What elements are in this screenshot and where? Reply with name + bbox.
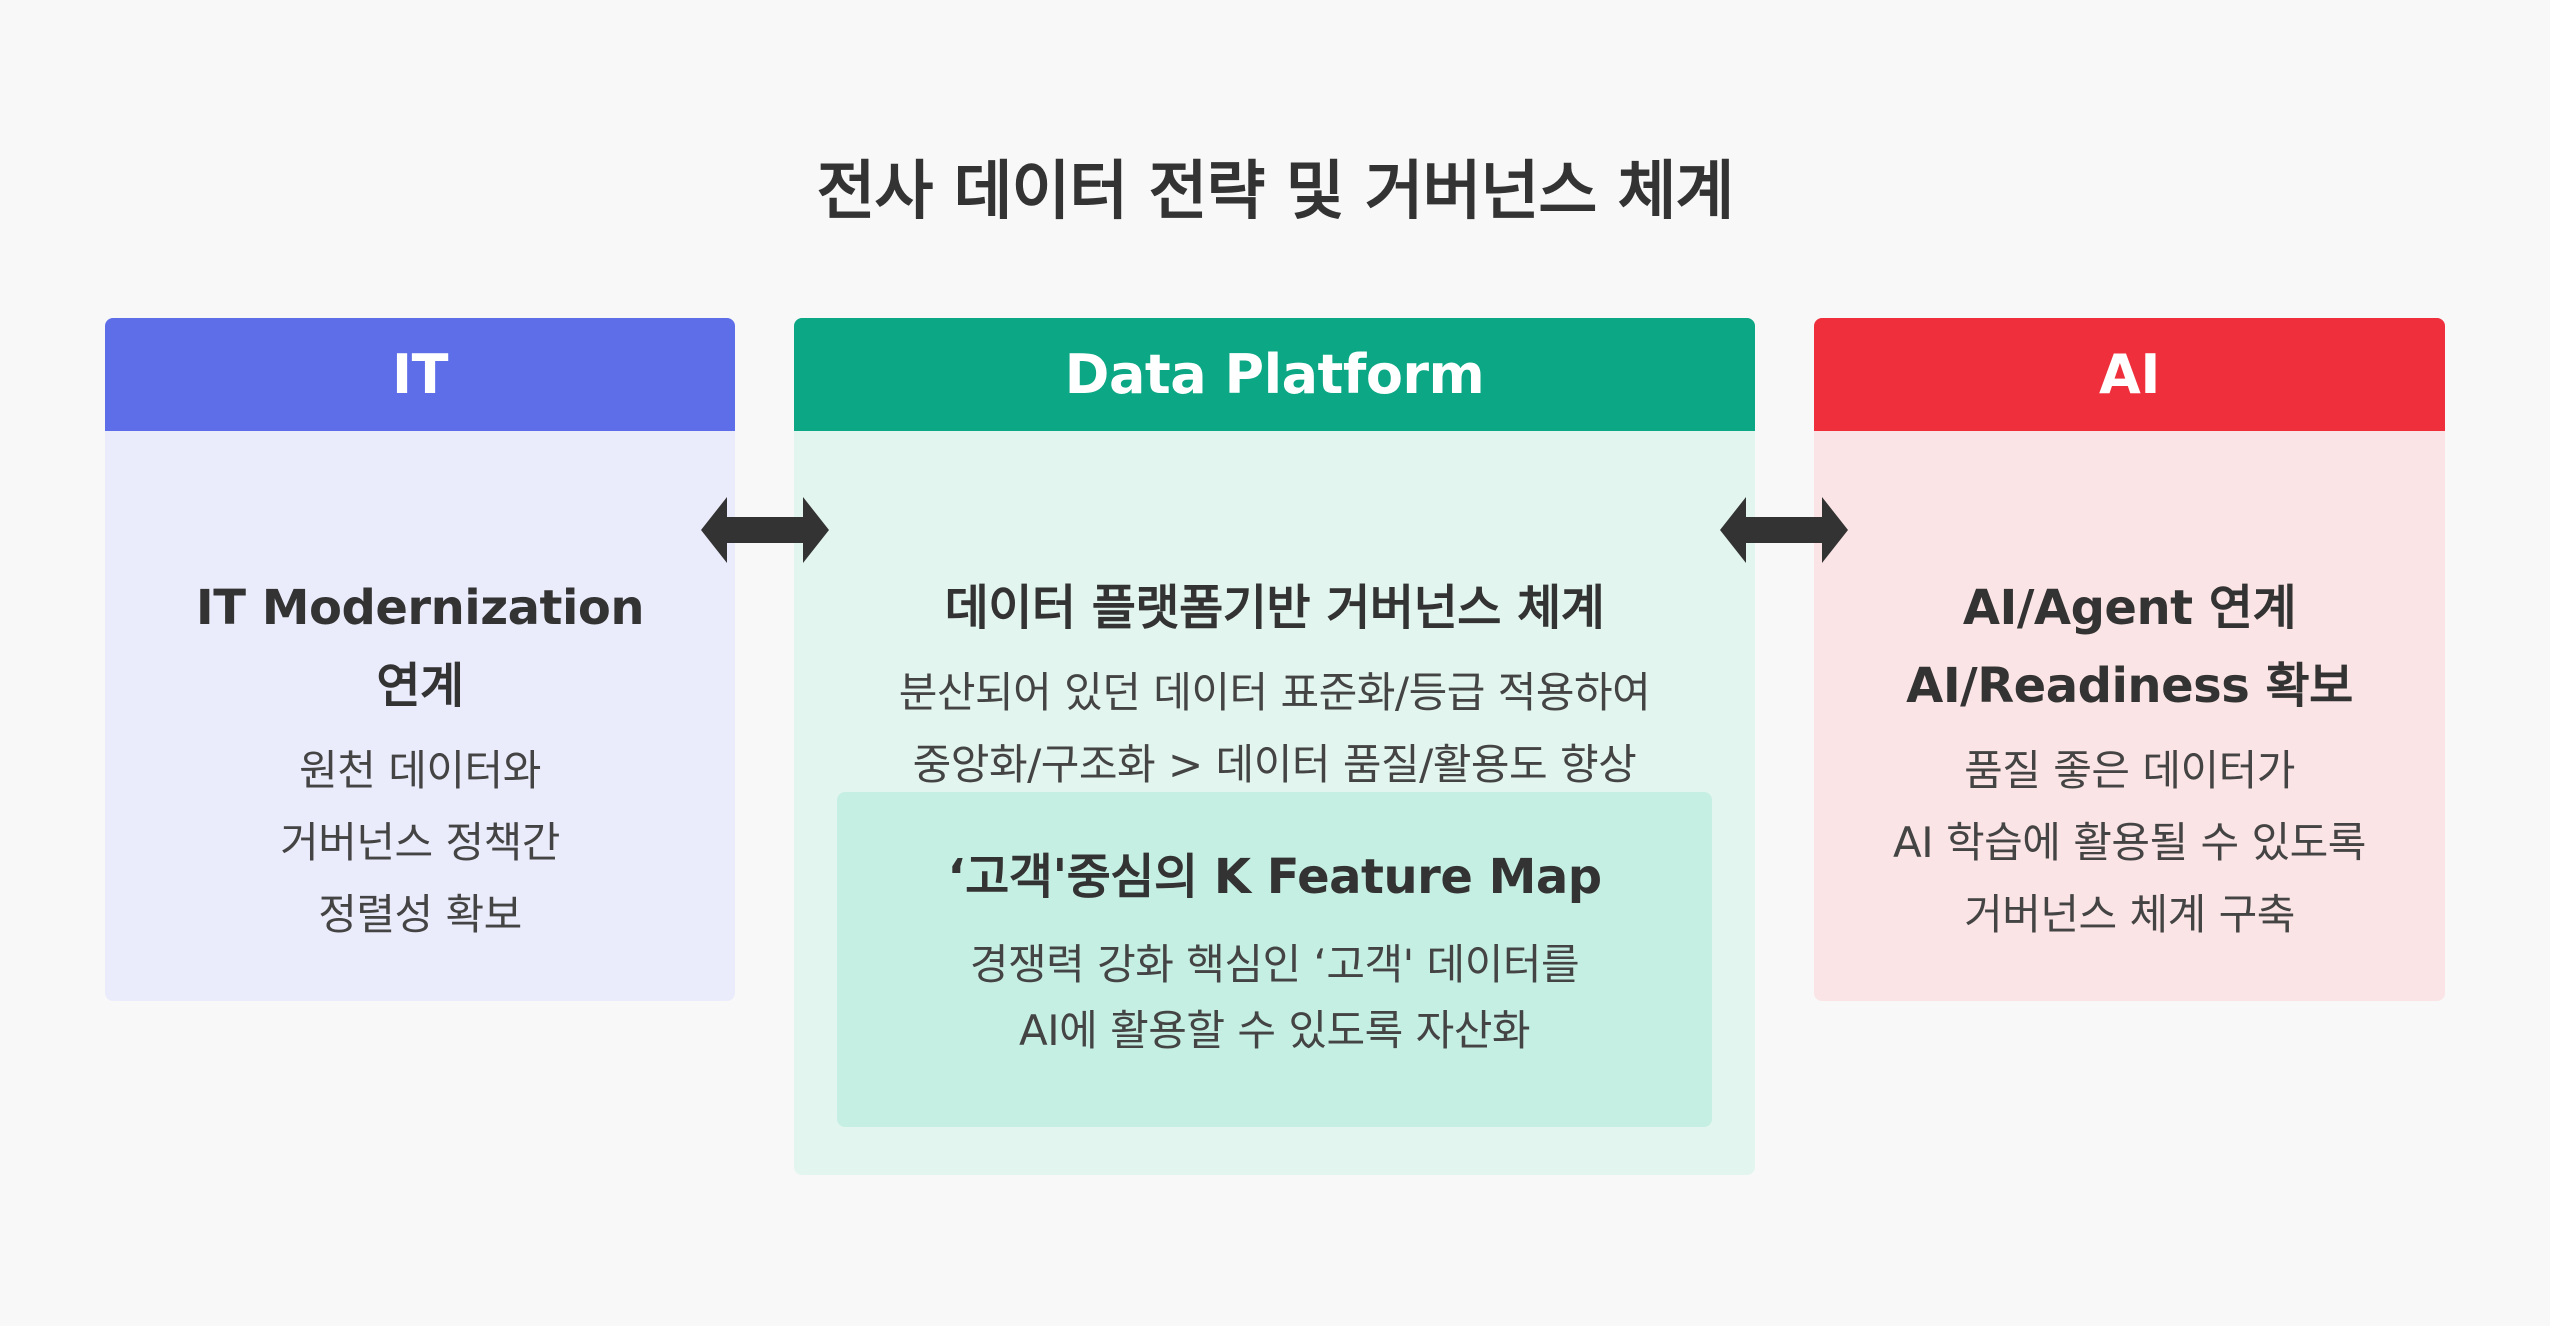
data-platform-column-header: Data Platform — [794, 318, 1755, 431]
data-platform-column: Data Platform 데이터 플랫폼기반 거버넌스 체계 분산되어 있던 … — [794, 318, 1755, 1175]
feature-map-box: ‘고객'중심의 K Feature Map 경쟁력 강화 핵심인 ‘고객' 데이… — [837, 792, 1712, 1127]
it-subtitle-line: IT Modernization — [195, 580, 645, 636]
data-platform-description: 분산되어 있던 데이터 표준화/등급 적용하여 중앙화/구조화 > 데이터 품질… — [794, 657, 1755, 801]
diagram-title: 전사 데이터 전략 및 거버넌스 체계 — [816, 155, 1735, 229]
double-arrow-icon — [701, 497, 829, 563]
ai-subtitle-line: AI/Agent 연계 — [1962, 580, 2297, 636]
double-arrow-icon — [1720, 497, 1848, 563]
it-subtitle-line: 연계 — [376, 658, 464, 714]
ai-subtitle-line: AI/Readiness 확보 — [1906, 658, 2353, 714]
ai-column-body: AI/Agent 연계 AI/Readiness 확보 품질 좋은 데이터가 A… — [1814, 431, 2445, 951]
ai-description-line: 품질 좋은 데이터가 — [1964, 746, 2295, 795]
feature-map-title: ‘고객'중심의 K Feature Map — [947, 849, 1602, 905]
ai-subtitle: AI/Agent 연계 AI/Readiness 확보 — [1814, 569, 2445, 725]
ai-column: AI AI/Agent 연계 AI/Readiness 확보 품질 좋은 데이터… — [1814, 318, 2445, 1001]
it-description-line: 정렬성 확보 — [318, 890, 522, 939]
it-column-body: IT Modernization 연계 원천 데이터와 거버넌스 정책간 정렬성… — [105, 431, 735, 951]
ai-column-header: AI — [1814, 318, 2445, 431]
feature-map-description-line: AI에 활용할 수 있도록 자산화 — [1018, 1006, 1531, 1055]
it-description-line: 거버넌스 정책간 — [280, 818, 560, 867]
data-platform-subtitle: 데이터 플랫폼기반 거버넌스 체계 — [944, 580, 1605, 636]
it-description: 원천 데이터와 거버넌스 정책간 정렬성 확보 — [105, 735, 735, 951]
ai-description-line: AI 학습에 활용될 수 있도록 — [1893, 818, 2366, 867]
ai-description-line: 거버넌스 체계 구축 — [1964, 890, 2295, 939]
it-description-line: 원천 데이터와 — [299, 746, 541, 795]
feature-map-description-line: 경쟁력 강화 핵심인 ‘고객' 데이터를 — [969, 940, 1580, 989]
data-platform-description-line: 중앙화/구조화 > 데이터 품질/활용도 향상 — [912, 740, 1637, 789]
it-column: IT IT Modernization 연계 원천 데이터와 거버넌스 정책간 … — [105, 318, 735, 1001]
ai-description: 품질 좋은 데이터가 AI 학습에 활용될 수 있도록 거버넌스 체계 구축 — [1814, 735, 2445, 951]
data-platform-column-body: 데이터 플랫폼기반 거버넌스 체계 분산되어 있던 데이터 표준화/등급 적용하… — [794, 431, 1755, 801]
it-column-header: IT — [105, 318, 735, 431]
data-platform-description-line: 분산되어 있던 데이터 표준화/등급 적용하여 — [898, 668, 1651, 717]
it-subtitle: IT Modernization 연계 — [105, 569, 735, 725]
feature-map-description: 경쟁력 강화 핵심인 ‘고객' 데이터를 AI에 활용할 수 있도록 자산화 — [837, 932, 1712, 1064]
